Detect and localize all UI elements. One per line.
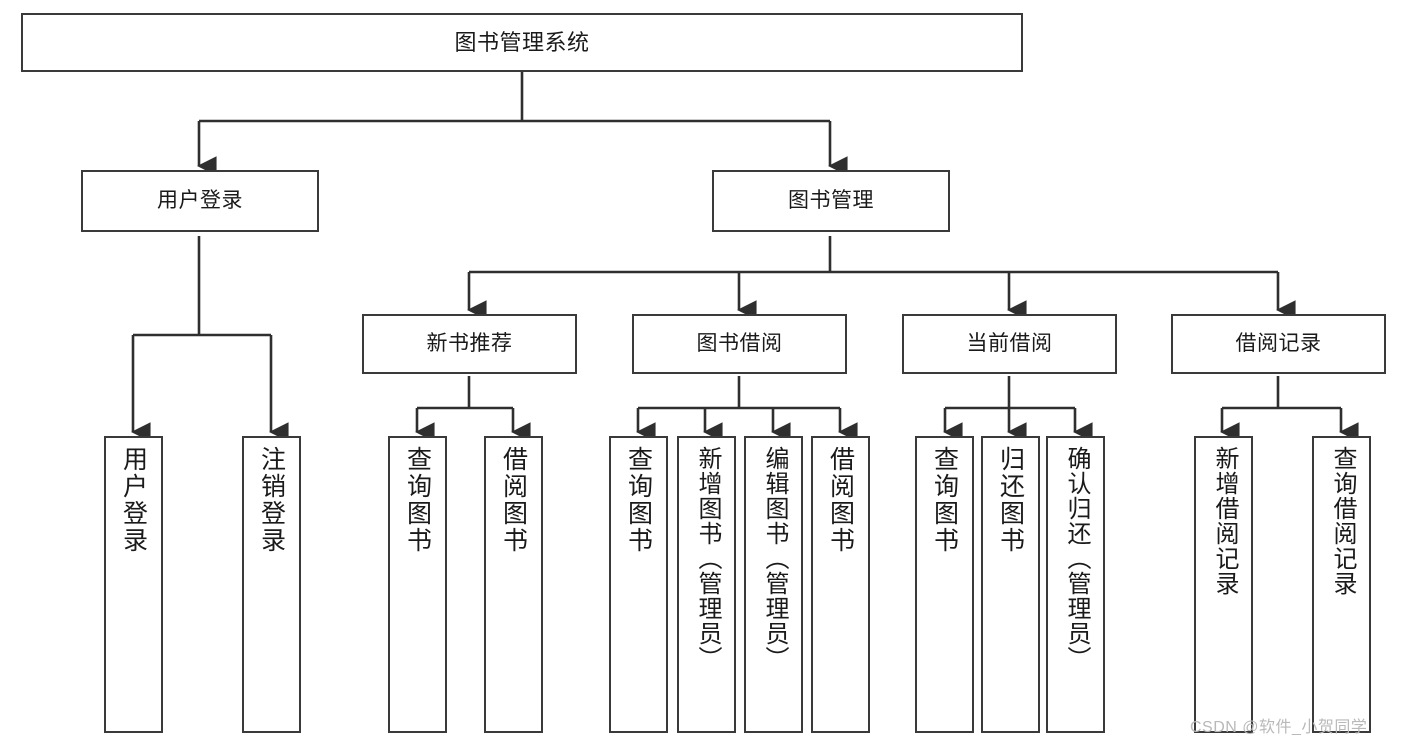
node-root-label: 图书管理系统 (454, 29, 590, 55)
node-current-borrow-label: 当前借阅 (966, 331, 1053, 355)
node-user-login[interactable]: 用户登录 (81, 170, 319, 232)
node-leaf-confirm-return[interactable]: 确认归还（管理员） (1046, 436, 1105, 733)
node-leaf-borrow-book-1-label: 借阅图书 (499, 446, 528, 554)
node-borrow-record-label: 借阅记录 (1235, 331, 1322, 355)
node-leaf-query-record[interactable]: 查询借阅记录 (1312, 436, 1371, 733)
node-new-book-recommend-label: 新书推荐 (426, 331, 513, 355)
node-leaf-borrow-book-2[interactable]: 借阅图书 (811, 436, 870, 733)
node-leaf-edit-book[interactable]: 编辑图书（管理员） (744, 436, 803, 733)
node-book-borrow[interactable]: 图书借阅 (632, 314, 847, 374)
node-new-book-recommend[interactable]: 新书推荐 (362, 314, 577, 374)
node-borrow-record[interactable]: 借阅记录 (1171, 314, 1386, 374)
node-leaf-user-login-label: 用户登录 (119, 446, 148, 554)
node-leaf-query-book-3-label: 查询图书 (930, 446, 959, 554)
node-book-manage[interactable]: 图书管理 (712, 170, 950, 232)
node-leaf-logout-login[interactable]: 注销登录 (242, 436, 301, 733)
node-leaf-query-book-1-label: 查询图书 (403, 446, 432, 554)
node-leaf-logout-login-label: 注销登录 (257, 446, 286, 554)
watermark: CSDN @软件_小贺同学 (1190, 719, 1368, 736)
node-leaf-confirm-return-label: 确认归还（管理员） (1062, 446, 1090, 671)
node-leaf-borrow-book-1[interactable]: 借阅图书 (484, 436, 543, 733)
node-leaf-user-login[interactable]: 用户登录 (104, 436, 163, 733)
node-book-manage-label: 图书管理 (788, 188, 874, 212)
node-leaf-borrow-book-2-label: 借阅图书 (826, 446, 855, 554)
node-user-login-label: 用户登录 (157, 188, 243, 212)
node-leaf-query-book-1[interactable]: 查询图书 (388, 436, 447, 733)
node-leaf-query-book-2-label: 查询图书 (624, 446, 653, 554)
node-leaf-query-record-label: 查询借阅记录 (1328, 446, 1356, 596)
node-leaf-add-record[interactable]: 新增借阅记录 (1194, 436, 1253, 733)
node-leaf-edit-book-label: 编辑图书（管理员） (760, 446, 788, 671)
node-root[interactable]: 图书管理系统 (21, 13, 1023, 72)
node-leaf-add-book-label: 新增图书（管理员） (693, 446, 721, 671)
node-leaf-add-record-label: 新增借阅记录 (1210, 446, 1238, 596)
node-leaf-query-book-3[interactable]: 查询图书 (915, 436, 974, 733)
node-leaf-query-book-2[interactable]: 查询图书 (609, 436, 668, 733)
node-leaf-add-book[interactable]: 新增图书（管理员） (677, 436, 736, 733)
node-leaf-return-book-label: 归还图书 (996, 446, 1025, 554)
node-book-borrow-label: 图书借阅 (696, 331, 783, 355)
node-current-borrow[interactable]: 当前借阅 (902, 314, 1117, 374)
node-leaf-return-book[interactable]: 归还图书 (981, 436, 1040, 733)
